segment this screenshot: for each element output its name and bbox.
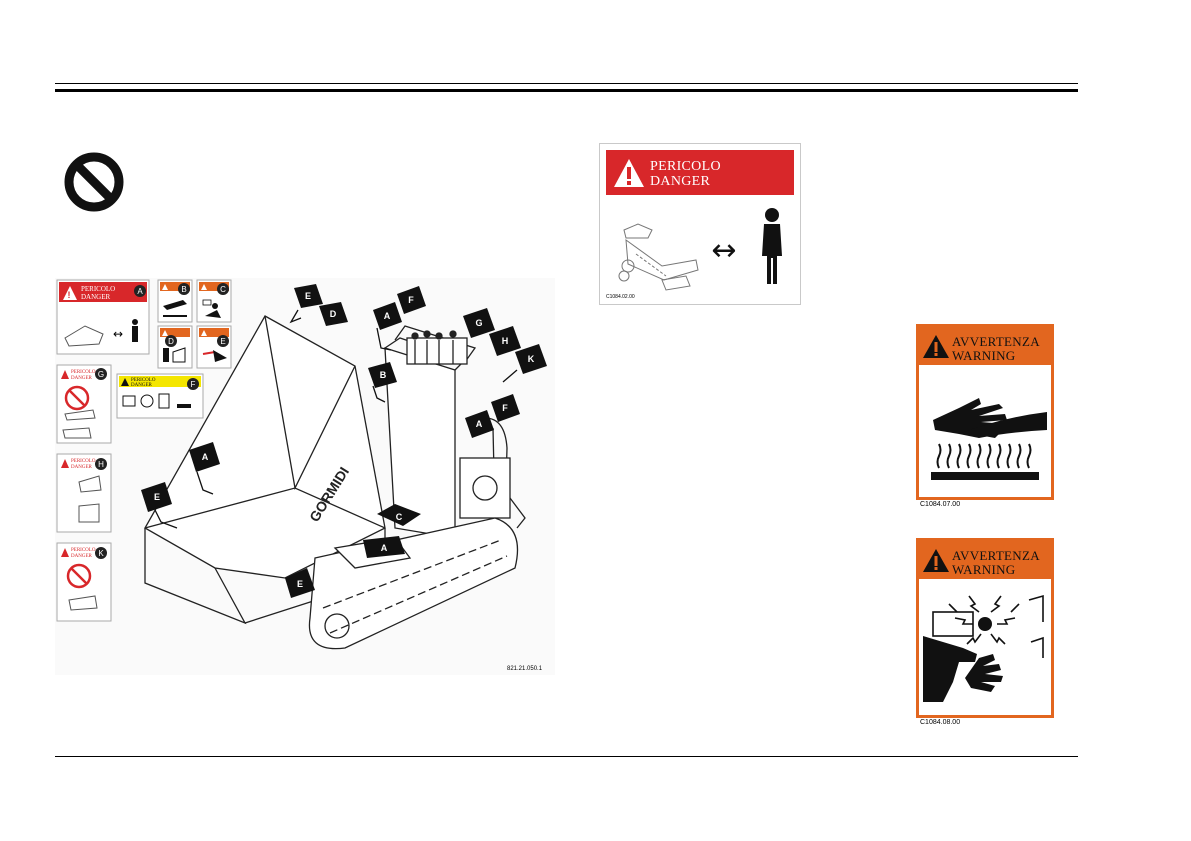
thumb-a-line2: DANGER — [81, 293, 110, 301]
thumbnail-decal-d: D — [158, 326, 192, 368]
thumb-g-line2: DANGER — [71, 376, 92, 381]
svg-text:A: A — [476, 419, 483, 429]
svg-text:G: G — [475, 318, 482, 328]
thumbnail-decal-c: C — [197, 280, 231, 322]
warning-triangle-icon — [612, 157, 646, 189]
svg-text:E: E — [154, 492, 160, 502]
warning-hot-surface-sign: AVVERTENZA WARNING C1084.07.00 — [916, 324, 1056, 513]
thumbnail-decal-k: PERICOLO DANGER K — [57, 543, 111, 621]
footer-rule — [55, 756, 1078, 757]
thumbnail-decal-a: ! PERICOLO DANGER A ↔ — [57, 280, 149, 354]
svg-text:E: E — [297, 579, 303, 589]
warning-projection-sign-code: C1084.08.00 — [920, 719, 960, 726]
warning-triangle-icon — [922, 547, 950, 574]
svg-text:!: ! — [68, 290, 71, 300]
header-rule-thin — [55, 83, 1078, 84]
thumb-a-line1: PERICOLO — [81, 285, 115, 293]
svg-text:A: A — [381, 543, 388, 553]
svg-text:E: E — [220, 337, 225, 346]
hot-surface-pictogram — [919, 368, 1051, 498]
svg-text:H: H — [98, 460, 104, 469]
danger-title-it: PERICOLO — [650, 160, 721, 174]
thumbnail-decal-b: B — [158, 280, 192, 322]
warning-hot-sign-code: C1084.07.00 — [920, 501, 960, 508]
svg-text:B: B — [380, 370, 387, 380]
svg-text:A: A — [202, 452, 209, 462]
thumbnail-decal-e: E — [197, 326, 231, 368]
svg-text:C: C — [220, 285, 226, 294]
danger-sign: PERICOLO DANGER ↔ C1084.02.00 — [599, 143, 801, 305]
header-rule-thick — [55, 89, 1078, 92]
thumbnail-decal-f: PERICOLO DANGER F — [117, 374, 203, 418]
svg-text:C: C — [396, 512, 403, 522]
svg-text:K: K — [98, 549, 104, 558]
svg-text:A: A — [137, 287, 143, 296]
stay-clear-pictogram: ↔ — [606, 200, 796, 296]
svg-text:A: A — [384, 311, 391, 321]
danger-header: PERICOLO DANGER — [606, 150, 794, 195]
thumb-h-line2: DANGER — [71, 465, 92, 470]
prohibition-icon — [62, 150, 126, 214]
svg-text:H: H — [502, 336, 509, 346]
warning-projection-sign: AVVERTENZA WARNING C1084.08.00 — [916, 538, 1056, 728]
thumb-g-line1: PERICOLO — [71, 370, 96, 375]
svg-text:F: F — [502, 403, 508, 413]
projection-pictogram — [919, 582, 1051, 716]
svg-text:G: G — [98, 370, 104, 379]
svg-text:D: D — [168, 337, 174, 346]
svg-text:K: K — [528, 354, 535, 364]
thumbnail-decal-g: PERICOLO DANGER G — [57, 365, 111, 443]
svg-text:E: E — [305, 291, 311, 301]
svg-text:D: D — [330, 309, 337, 319]
thumb-h-line1: PERICOLO — [71, 459, 96, 464]
thumb-k-line2: DANGER — [71, 554, 92, 559]
drawing-code: 821.21.050.1 — [507, 666, 543, 672]
thumbnail-decal-h: PERICOLO DANGER H — [57, 454, 111, 532]
danger-title-en: DANGER — [650, 175, 710, 189]
warning-projection-title-en: WARNING — [952, 563, 1015, 576]
warning-hot-header: AVVERTENZA WARNING — [919, 327, 1051, 365]
svg-text:F: F — [408, 295, 414, 305]
thumb-k-line1: PERICOLO — [71, 548, 96, 553]
svg-text:F: F — [191, 380, 196, 389]
danger-sign-code: C1084.02.00 — [606, 294, 635, 300]
svg-text:↔: ↔ — [711, 233, 736, 268]
svg-text:B: B — [181, 285, 186, 294]
warning-hot-title-en: WARNING — [952, 349, 1015, 362]
decal-location-figure: ! PERICOLO DANGER A ↔ B C — [55, 278, 555, 675]
warning-projection-header: AVVERTENZA WARNING — [919, 541, 1051, 579]
warning-triangle-icon — [922, 333, 950, 360]
thumb-f-line2: DANGER — [131, 383, 152, 388]
warning-projection-title-it: AVVERTENZA — [952, 549, 1040, 562]
svg-text:↔: ↔ — [113, 327, 123, 341]
warning-hot-title-it: AVVERTENZA — [952, 335, 1040, 348]
